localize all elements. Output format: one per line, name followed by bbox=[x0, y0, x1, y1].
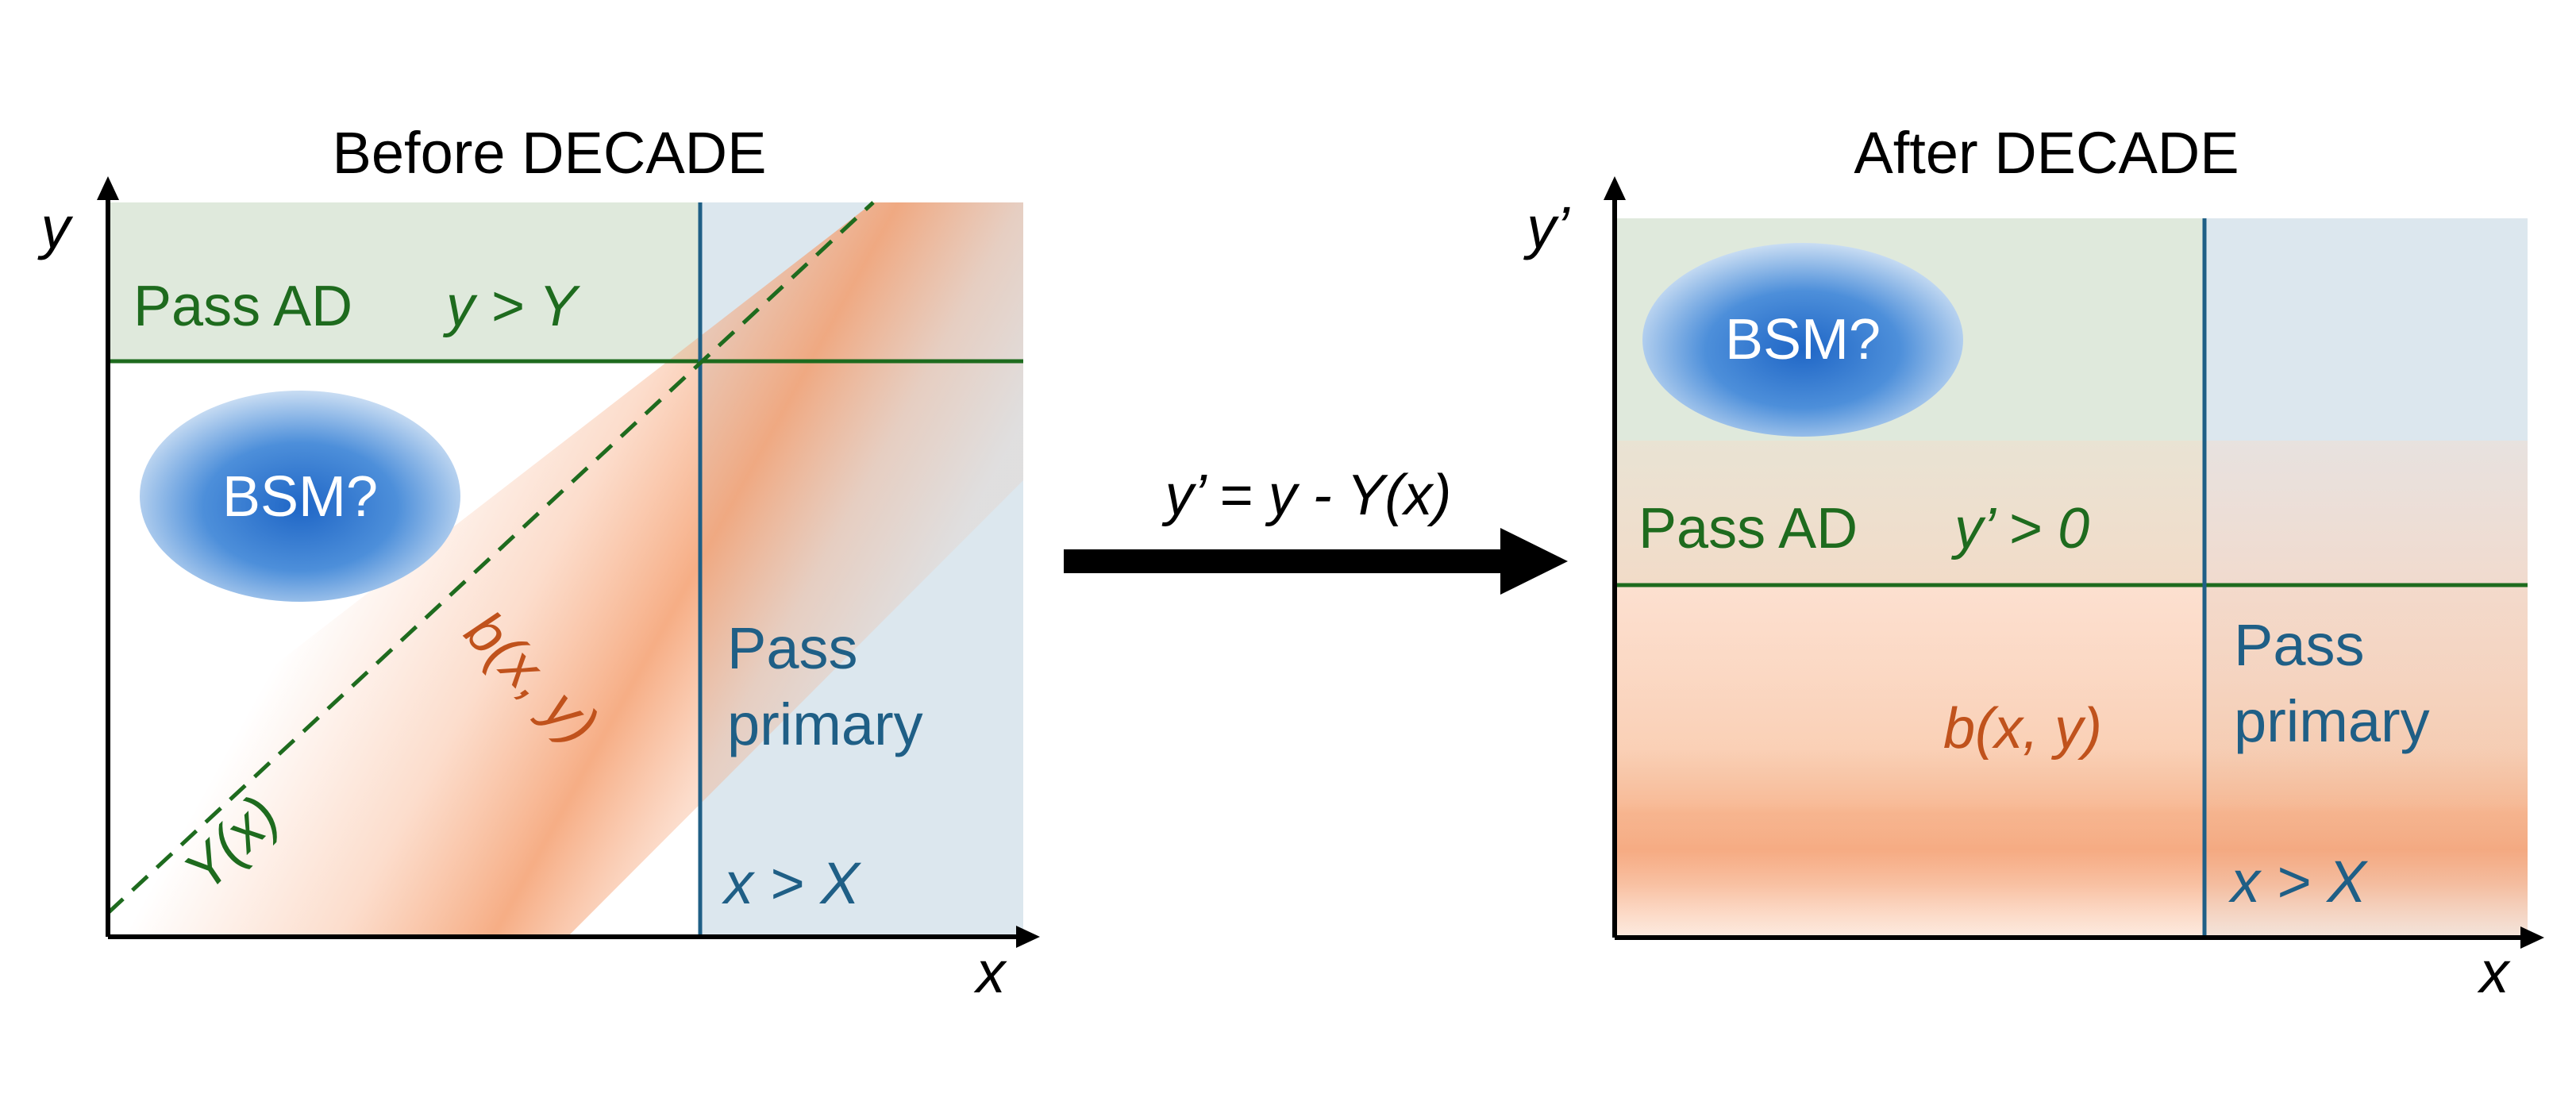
right-x-axis-label: x bbox=[2478, 939, 2512, 1005]
right-background-label: b(x, y) bbox=[1943, 697, 2102, 761]
y-axis-arrowhead bbox=[97, 176, 119, 200]
left-pass-ad-label: Pass AD bbox=[133, 275, 352, 338]
left-pass-primary-line2: primary bbox=[727, 691, 923, 757]
right-bsm-label: BSM? bbox=[1725, 308, 1881, 372]
right-arrow-icon bbox=[1064, 528, 1568, 595]
right-pass-ad-condition: y’ > 0 bbox=[1950, 497, 2089, 560]
left-axes bbox=[97, 176, 1040, 948]
y-axis-arrowhead-right bbox=[1604, 176, 1626, 200]
right-title: After DECADE bbox=[1854, 120, 2239, 186]
transform-equation: y’ = y - Y(x) bbox=[1161, 464, 1452, 527]
transform: y’ = y - Y(x) bbox=[1064, 464, 1568, 595]
right-pass-primary-line2: primary bbox=[2234, 688, 2430, 754]
background-band bbox=[108, 202, 1023, 937]
left-pass-primary-line1: Pass bbox=[727, 615, 858, 681]
left-bsm-label: BSM? bbox=[222, 465, 378, 529]
right-pass-ad-label: Pass AD bbox=[1638, 497, 1858, 560]
right-pass-primary-line1: Pass bbox=[2234, 612, 2365, 678]
right-primary-condition: x > X bbox=[2228, 849, 2368, 915]
bsm-region-left bbox=[140, 391, 460, 602]
left-pass-ad-condition: y > Y bbox=[442, 275, 581, 338]
left-x-axis-label: x bbox=[974, 939, 1008, 1005]
x-axis-arrowhead bbox=[1016, 926, 1040, 948]
threshold-curve-Yx bbox=[106, 201, 875, 915]
left-panel bbox=[108, 202, 1023, 937]
left-title: Before DECADE bbox=[333, 120, 767, 186]
bsm-region-right bbox=[1642, 243, 1963, 437]
left-y-axis-label: y bbox=[37, 195, 74, 260]
left-primary-condition: x > X bbox=[722, 850, 861, 916]
right-axes bbox=[1604, 176, 2544, 949]
x-axis-arrowhead-right bbox=[2520, 926, 2544, 949]
right-y-axis-label: y’ bbox=[1523, 195, 1570, 260]
background-core-right bbox=[1615, 585, 2528, 938]
